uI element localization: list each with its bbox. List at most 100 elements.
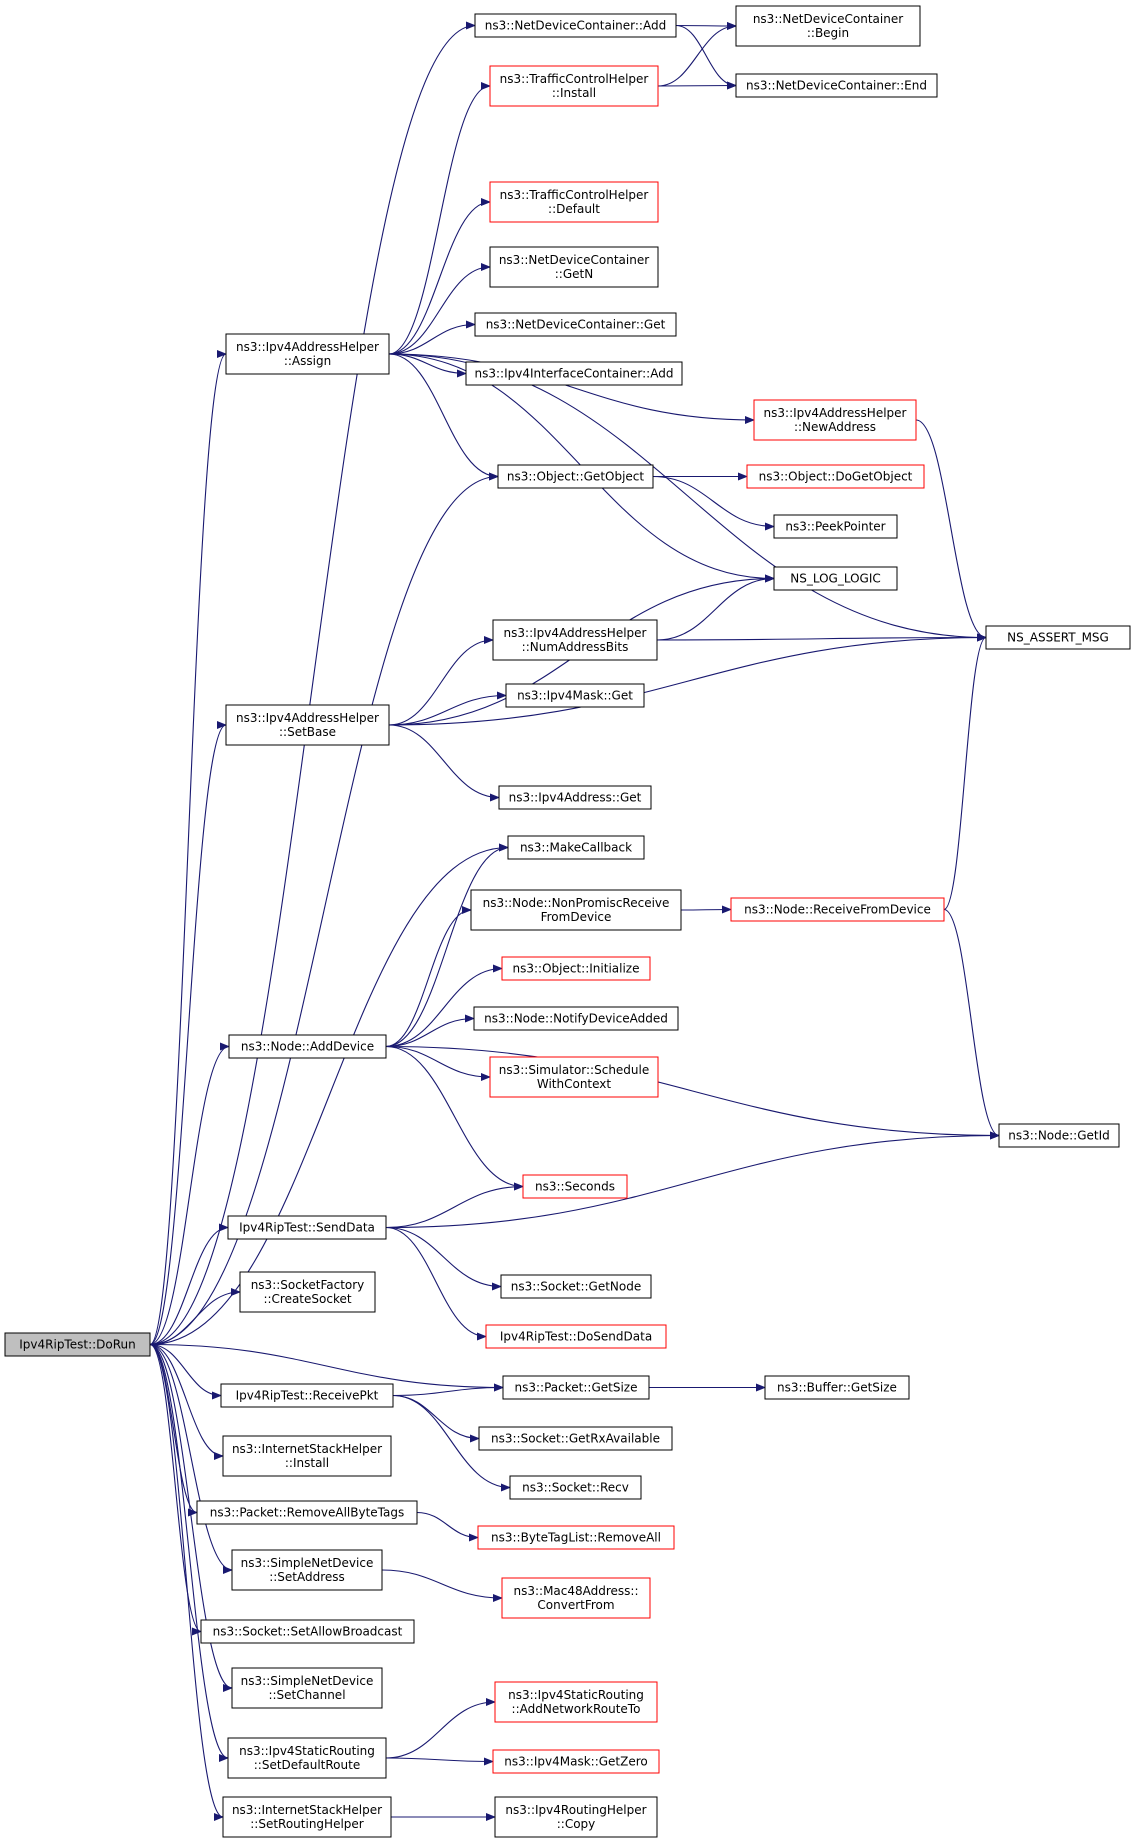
node-nodeAddDevice[interactable]: ns3::Node::AddDevice <box>228 1034 387 1059</box>
node-box <box>497 464 654 489</box>
node-box <box>498 785 652 810</box>
node-socketGetRx[interactable]: ns3::Socket::GetRxAvailable <box>478 1426 673 1451</box>
node-removeAllByteTags[interactable]: ns3::Packet::RemoveAllByteTags <box>196 1500 418 1525</box>
node-box <box>730 897 945 922</box>
node-socketGetNode[interactable]: ns3::Socket::GetNode <box>500 1274 652 1299</box>
node-label: ns3::Packet::GetSize <box>515 1381 638 1395</box>
node-label: ns3::InternetStackHelper <box>232 1442 382 1456</box>
node-ahSetBase[interactable]: ns3::Ipv4AddressHelper::SetBase <box>225 704 390 746</box>
node-ndcAdd[interactable]: ns3::NetDeviceContainer::Add <box>474 13 677 38</box>
node-maskGetZero[interactable]: ns3::Ipv4Mask::GetZero <box>492 1749 660 1774</box>
node-makeCallback[interactable]: ns3::MakeCallback <box>507 835 645 860</box>
node-box <box>474 13 677 38</box>
node-ndcGet[interactable]: ns3::NetDeviceContainer::Get <box>474 312 677 337</box>
node-setDefaultRoute[interactable]: ns3::Ipv4StaticRouting::SetDefaultRoute <box>227 1737 387 1779</box>
nodes-layer: Ipv4RipTest::DoRun ns3::NetDeviceContaine… <box>4 5 1131 1838</box>
edge-doRun-to-objGetObject <box>149 472 499 1346</box>
edge-receiveFromDevice-to-nsAssertMsg <box>943 633 987 911</box>
node-receiveFromDevice[interactable]: ns3::Node::ReceiveFromDevice <box>730 897 945 922</box>
node-label: ns3::Node::GetId <box>1008 1129 1110 1143</box>
node-label: ns3::Ipv4AddressHelper <box>236 711 379 725</box>
node-seconds[interactable]: ns3::Seconds <box>522 1174 628 1199</box>
node-label: ns3::SocketFactory <box>251 1278 365 1292</box>
node-box <box>492 619 658 661</box>
edge-receivePkt-to-packetGetSize <box>392 1383 504 1397</box>
node-maskGet[interactable]: ns3::Ipv4Mask::Get <box>505 683 645 708</box>
node-box <box>477 1525 675 1550</box>
edge-doRun-to-sndSetChannel <box>149 1343 233 1692</box>
node-doRun[interactable]: Ipv4RipTest::DoRun <box>4 1332 151 1357</box>
node-box <box>228 1034 387 1059</box>
node-label: ns3::InternetStackHelper <box>232 1803 382 1817</box>
node-nodeGetId[interactable]: ns3::Node::GetId <box>998 1123 1120 1148</box>
edge-ahSetBase-to-ahNumAddressBits <box>388 636 494 726</box>
node-packetGetSize[interactable]: ns3::Packet::GetSize <box>502 1375 650 1400</box>
node-objGetObject[interactable]: ns3::Object::GetObject <box>497 464 654 489</box>
node-peekPointer[interactable]: ns3::PeekPointer <box>773 514 898 539</box>
node-routingHelperCopy[interactable]: ns3::Ipv4RoutingHelper::Copy <box>494 1796 658 1838</box>
node-objDoGetObject[interactable]: ns3::Object::DoGetObject <box>746 464 925 489</box>
edge-doRun-to-ndcAdd <box>149 21 476 1346</box>
node-ndcGetN[interactable]: ns3::NetDeviceContainer::GetN <box>489 246 659 288</box>
node-macConvertFrom[interactable]: ns3::Mac48Address::ConvertFrom <box>501 1577 651 1619</box>
node-setRoutingHelper[interactable]: ns3::InternetStackHelper::SetRoutingHelp… <box>222 1796 392 1838</box>
node-label: ns3::Packet::RemoveAllByteTags <box>210 1506 404 1520</box>
node-sndSetAddress[interactable]: ns3::SimpleNetDevice::SetAddress <box>231 1549 383 1591</box>
node-nsLogLogic[interactable]: NS_LOG_LOGIC <box>773 566 898 591</box>
node-ndcBegin[interactable]: ns3::NetDeviceContainer::Begin <box>735 5 921 47</box>
node-sndSetChannel[interactable]: ns3::SimpleNetDevice::SetChannel <box>231 1667 383 1709</box>
node-ahNumAddressBits[interactable]: ns3::Ipv4AddressHelper::NumAddressBits <box>492 619 658 661</box>
node-ndcEnd[interactable]: ns3::NetDeviceContainer::End <box>735 73 938 98</box>
node-label: ns3::Node::ReceiveFromDevice <box>744 903 931 917</box>
edge-ahSetBase-to-nsAssertMsg <box>388 633 987 726</box>
node-doSendData[interactable]: Ipv4RipTest::DoSendData <box>485 1324 667 1349</box>
node-sendData[interactable]: Ipv4RipTest::SendData <box>227 1215 387 1240</box>
edges-layer <box>149 21 1000 1821</box>
node-box <box>746 464 925 489</box>
edge-doRun-to-sndSetAddress <box>149 1343 233 1574</box>
node-label: NS_LOG_LOGIC <box>790 572 881 586</box>
node-label: ns3::Ipv4Mask::Get <box>517 689 633 703</box>
edge-doRun-to-createSocket <box>149 1288 241 1346</box>
node-label: ns3::ByteTagList::RemoveAll <box>491 1531 661 1545</box>
node-label: ns3::SimpleNetDevice <box>241 1556 374 1570</box>
node-bufferGetSize[interactable]: ns3::Buffer::GetSize <box>764 1375 910 1400</box>
node-ishInstall[interactable]: ns3::InternetStackHelper::Install <box>222 1435 392 1477</box>
node-box <box>773 566 898 591</box>
node-ahAssign[interactable]: ns3::Ipv4AddressHelper::Assign <box>225 333 390 375</box>
node-label: ns3::Simulator::Schedule <box>499 1063 650 1077</box>
node-addNetworkRouteTo[interactable]: ns3::Ipv4StaticRouting::AddNetworkRouteT… <box>494 1681 658 1723</box>
node-box <box>500 1274 652 1299</box>
node-socketRecv[interactable]: ns3::Socket::Recv <box>509 1475 642 1500</box>
node-label: ::SetDefaultRoute <box>254 1758 360 1772</box>
edge-sendData-to-socketGetNode <box>385 1226 502 1291</box>
node-createSocket[interactable]: ns3::SocketFactory::CreateSocket <box>239 1271 376 1313</box>
node-objInitialize[interactable]: ns3::Object::Initialize <box>501 956 651 981</box>
node-box <box>465 361 683 386</box>
node-label: ns3::TrafficControlHelper <box>500 188 649 202</box>
node-ahNewAddress[interactable]: ns3::Ipv4AddressHelper::NewAddress <box>753 399 917 441</box>
node-setAllowBroadcast[interactable]: ns3::Socket::SetAllowBroadcast <box>200 1619 415 1644</box>
edge-ahNewAddress-to-nsAssertMsg <box>915 419 987 642</box>
edge-nodeAddDevice-to-nonPromisc <box>385 906 472 1048</box>
node-box <box>200 1619 415 1644</box>
node-label: Ipv4RipTest::ReceivePkt <box>236 1389 379 1403</box>
node-receivePkt[interactable]: Ipv4RipTest::ReceivePkt <box>220 1383 394 1408</box>
node-nsAssertMsg[interactable]: NS_ASSERT_MSG <box>985 625 1131 650</box>
node-tchInstall[interactable]: ns3::TrafficControlHelper::Install <box>489 65 659 107</box>
node-notifyDeviceAdded[interactable]: ns3::Node::NotifyDeviceAdded <box>473 1006 679 1031</box>
node-box <box>222 1435 392 1477</box>
edge-doRun-to-setDefaultRoute <box>149 1343 229 1762</box>
node-box <box>501 1577 651 1619</box>
edge-ahAssign-to-tchInstall <box>388 82 491 355</box>
node-tchDefault[interactable]: ns3::TrafficControlHelper::Default <box>489 181 659 223</box>
node-label: ns3::Node::AddDevice <box>241 1040 374 1054</box>
edge-doRun-to-ishInstall <box>149 1343 224 1460</box>
node-btlRemoveAll[interactable]: ns3::ByteTagList::RemoveAll <box>477 1525 675 1550</box>
edge-doRun-to-setRoutingHelper <box>149 1343 224 1821</box>
edge-sndSetAddress-to-macConvertFrom <box>381 1569 503 1602</box>
node-addrGet[interactable]: ns3::Ipv4Address::Get <box>498 785 652 810</box>
node-icAdd[interactable]: ns3::Ipv4InterfaceContainer::Add <box>465 361 683 386</box>
